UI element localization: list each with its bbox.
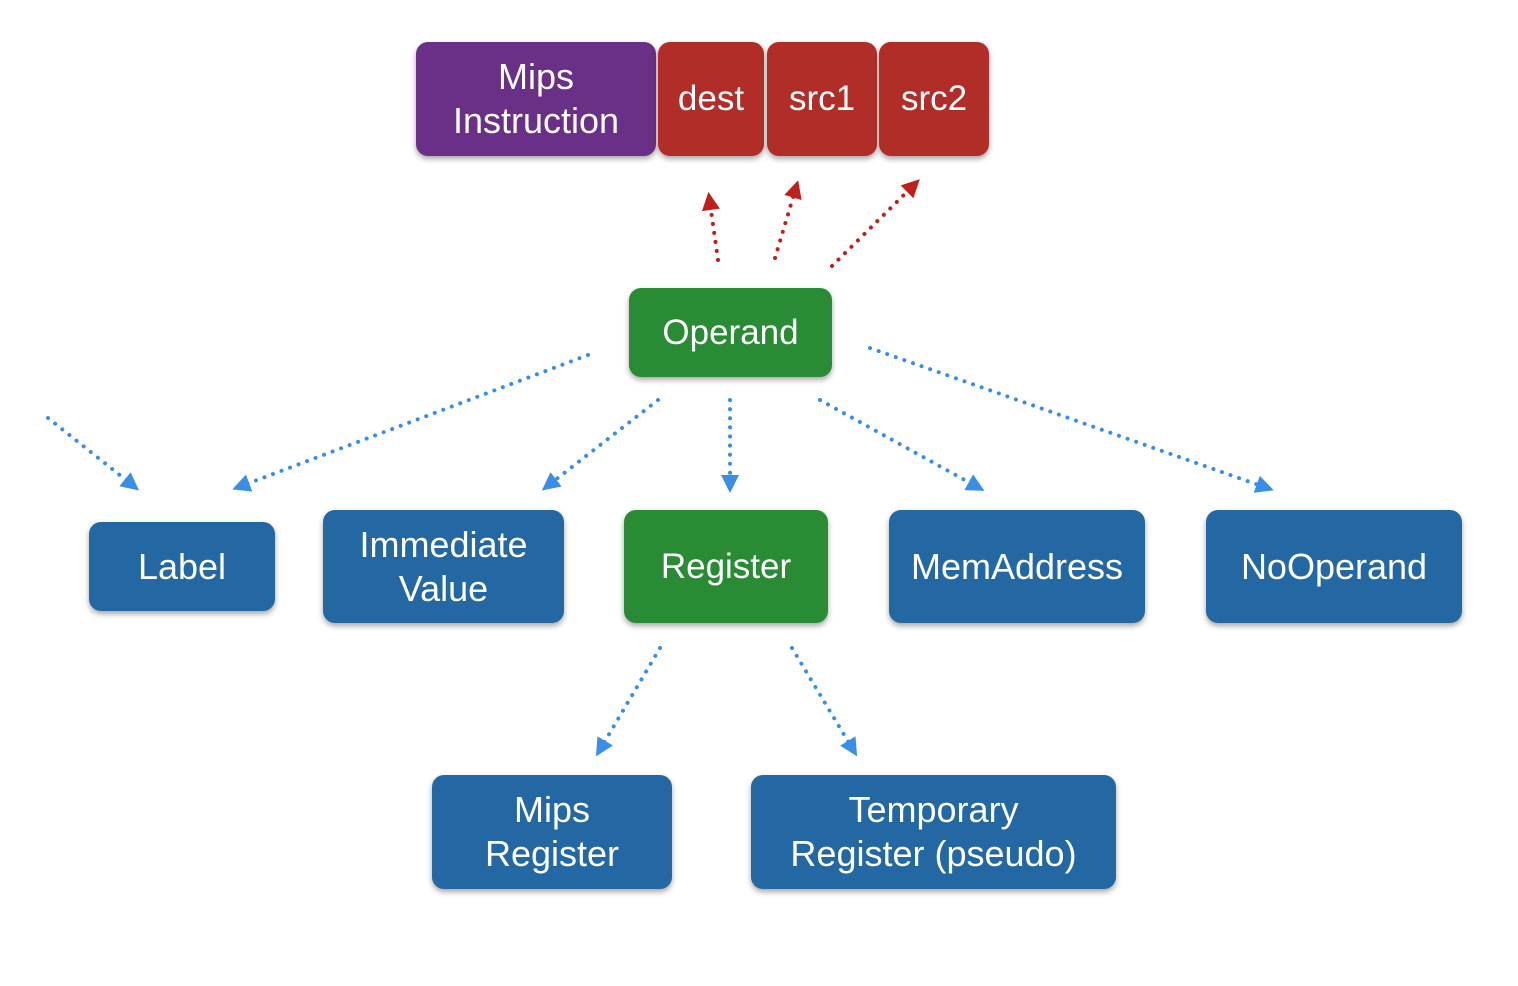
edge-operand-to-src2 bbox=[830, 180, 919, 268]
node-dest: dest bbox=[658, 42, 764, 156]
node-src1: src1 bbox=[767, 42, 877, 156]
node-label: Label bbox=[89, 522, 275, 611]
arrowhead-immediate_value bbox=[541, 472, 562, 491]
node-operand: Operand bbox=[629, 288, 832, 377]
arrowhead-dest bbox=[702, 192, 720, 212]
node-src2: src2 bbox=[879, 42, 989, 156]
arrowhead-register bbox=[721, 475, 739, 493]
arrowhead-mips_register bbox=[596, 736, 613, 757]
arrowhead-label bbox=[119, 472, 140, 491]
edge-external-to-label bbox=[46, 416, 138, 490]
arrowhead-label bbox=[232, 474, 253, 492]
node-temporary-register: Temporary Register (pseudo) bbox=[751, 775, 1116, 889]
node-mem-address: MemAddress bbox=[889, 510, 1145, 623]
node-no-operand: NoOperand bbox=[1206, 510, 1462, 623]
node-register: Register bbox=[624, 510, 828, 623]
arrowhead-temporary_register bbox=[840, 736, 858, 757]
arrowhead-mem_address bbox=[964, 474, 985, 491]
arrowhead-src1 bbox=[784, 180, 802, 200]
edge-operand-to-mem_address bbox=[818, 398, 983, 491]
edge-operand-to-no_operand bbox=[868, 346, 1272, 491]
arrowhead-src2 bbox=[900, 179, 920, 199]
edge-operand-to-label bbox=[234, 353, 590, 490]
arrowhead-no_operand bbox=[1253, 475, 1274, 493]
edge-register-to-mips_register bbox=[596, 646, 662, 755]
edge-operand-to-immediate_value bbox=[543, 398, 660, 490]
edge-register-to-temporary_register bbox=[790, 646, 857, 755]
node-mips-instruction: Mips Instruction bbox=[416, 42, 656, 156]
node-mips-register: Mips Register bbox=[432, 775, 672, 889]
node-immediate-value: Immediate Value bbox=[323, 510, 564, 623]
